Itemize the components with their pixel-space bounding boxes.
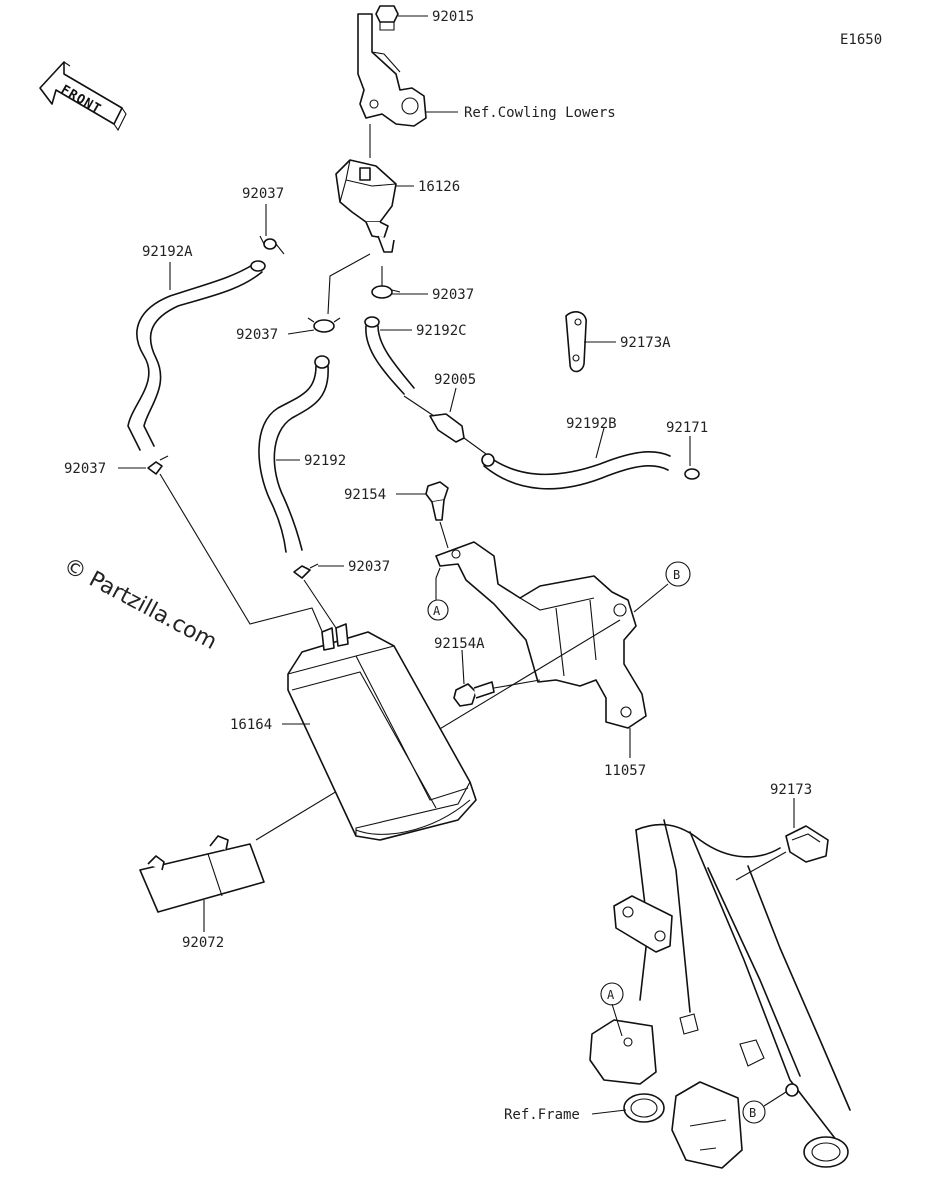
clip-92037-mid [293, 563, 319, 579]
callout-92154: 92154 [344, 487, 386, 503]
callout-92192B: 92192B [566, 416, 617, 432]
diagram-code: E1650 [840, 32, 882, 48]
watermark: © Partzilla.com [59, 553, 221, 655]
ref-mark-a-lower [600, 982, 624, 1006]
ref-mark-a-upper-label: A [433, 604, 441, 618]
ref-mark-b-upper-label: B [673, 568, 680, 582]
clip-92037-left-hose [147, 455, 169, 475]
clamp-92173A [565, 311, 587, 373]
callout-92037-clip-left: 92037 [236, 327, 278, 343]
nut-92015 [375, 5, 399, 31]
callout-92072: 92072 [182, 935, 224, 951]
ref-mark-b-upper [665, 561, 691, 587]
hose-92192A [127, 263, 255, 451]
callout-92192C: 92192C [416, 323, 467, 339]
callout-92037-left: 92037 [64, 461, 106, 477]
hose-92192B [487, 451, 671, 476]
callout-92173: 92173 [770, 782, 812, 798]
clip-92037-left [307, 317, 341, 333]
ref-mark-b-lower-label: B [749, 1106, 756, 1120]
clip-92171 [684, 468, 700, 480]
callout-92037-clip-right: 92037 [432, 287, 474, 303]
callout-ref-cowling-lowers: Ref.Cowling Lowers [464, 105, 616, 121]
ref-mark-a-upper [427, 599, 449, 621]
callout-11057: 11057 [604, 763, 646, 779]
upper-bracket [357, 13, 427, 127]
front-arrow-icon: FRONT [39, 61, 127, 132]
callout-92037-top: 92037 [242, 186, 284, 202]
callout-92192: 92192 [304, 453, 346, 469]
clip-92037-right [371, 285, 401, 299]
hose-92192 [258, 365, 317, 553]
canister-16164 [287, 623, 477, 841]
bolt-92154 [425, 481, 449, 521]
callout-92015: 92015 [432, 9, 474, 25]
solenoid-valve-16126 [335, 159, 397, 253]
joint-92005 [429, 413, 465, 443]
bracket-92072 [139, 835, 265, 913]
bracket-11057 [435, 541, 647, 729]
callout-92154A: 92154A [434, 636, 485, 652]
bolt-92154A [453, 681, 495, 707]
ref-mark-a-lower-label: A [607, 988, 615, 1002]
motorcycle-frame [589, 819, 851, 1169]
callout-92005: 92005 [434, 372, 476, 388]
callout-92192A: 92192A [142, 244, 193, 260]
callout-92173A: 92173A [620, 335, 671, 351]
callout-92171: 92171 [666, 420, 708, 436]
clamp-92173 [785, 825, 829, 863]
clip-92037-top [259, 235, 285, 255]
callout-ref-frame: Ref.Frame [504, 1107, 580, 1123]
ref-mark-b-lower [742, 1100, 766, 1124]
hose-92192C [365, 325, 405, 395]
callout-16126: 16126 [418, 179, 460, 195]
callout-16164: 16164 [230, 717, 272, 733]
callout-92037-mid: 92037 [348, 559, 390, 575]
